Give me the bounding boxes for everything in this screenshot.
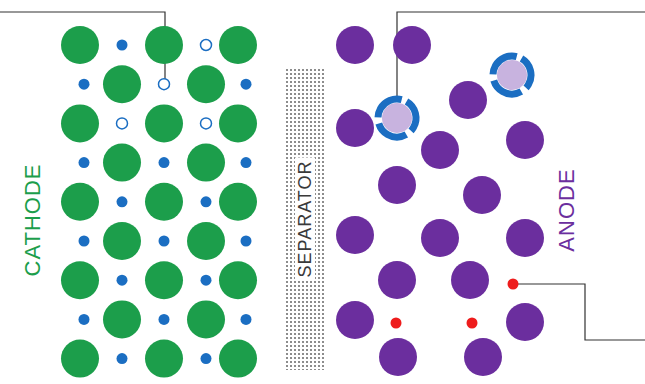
cathode-particle [219,104,257,142]
lithium-ion [201,353,212,364]
lithium-ion [159,157,170,168]
cathode-particle [103,144,141,182]
cathode-particle [145,26,183,64]
electron [391,318,402,329]
lithium-ion [159,314,170,325]
cathode-particle [61,261,99,299]
anode-particle [393,26,431,64]
vacancy [159,79,170,90]
lithium-ion [117,40,128,51]
lithium-ion [79,157,90,168]
anode-particle [336,26,374,64]
region-label: SEPARATOR [295,157,315,280]
anode-particle [506,121,544,159]
vacancy [201,40,212,51]
anode-particle [451,261,489,299]
lithium-ion [79,314,90,325]
cathode-particle [145,183,183,221]
vacancy [117,118,128,129]
lithium-ion [241,236,252,247]
cathode-particle [219,340,257,378]
coated-particle [371,92,423,144]
lithium-ion [117,196,128,207]
anode-particle [421,219,459,257]
sei-layer [486,49,538,101]
cathode-particle [103,300,141,338]
anode-particle [421,131,459,169]
electron [508,279,519,290]
anode-label: ANODE [556,168,578,251]
cathode-particle [61,183,99,221]
leader-line [397,12,645,100]
anode-particle [506,219,544,257]
separator-band: SEPARATOR [285,68,325,370]
lithium-ion [241,79,252,90]
cathode-particle [187,65,225,103]
cathode-label: CATHODE [22,164,44,277]
particle-core [497,60,527,90]
leader-line [0,12,165,80]
cathode-particle [61,26,99,64]
cathode-particle [103,65,141,103]
anode-particle [336,301,374,339]
anode-particle [378,166,416,204]
anode-particle [336,109,374,147]
electron [467,318,478,329]
cathode-particle [219,261,257,299]
lithium-ion [117,275,128,286]
cathode-particle [187,300,225,338]
cathode-particle [187,222,225,260]
cathode-particle [145,261,183,299]
lithium-ion [117,353,128,364]
lithium-ion [201,196,212,207]
anode-particle [464,338,502,376]
cathode-particle [61,340,99,378]
lithium-ion [241,157,252,168]
anode-particle [378,261,416,299]
lithium-ion [79,236,90,247]
cathode-particle [103,222,141,260]
cathode-particle [219,183,257,221]
cathode-particle [145,104,183,142]
coated-particle [486,49,538,101]
cathode-particle [61,104,99,142]
anode-particle [336,216,374,254]
cathode-particle [187,144,225,182]
lithium-ion [201,275,212,286]
lithium-ion [241,314,252,325]
anode-particle [449,81,487,119]
sei-layer [371,92,423,144]
lithium-ion [159,236,170,247]
lithium-ion [79,79,90,90]
cathode-particle [145,340,183,378]
anode-particle [379,338,417,376]
vacancy [201,118,212,129]
anode-particle [463,176,501,214]
particle-core [382,103,412,133]
anode-particle [506,303,544,341]
cathode-particle [219,26,257,64]
